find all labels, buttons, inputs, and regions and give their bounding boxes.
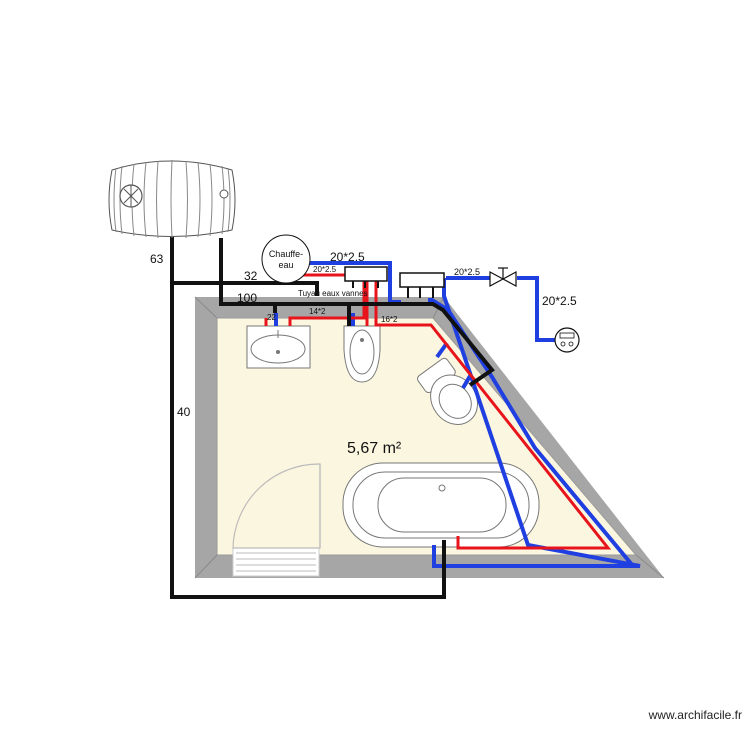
water-heater-label: eau: [278, 260, 293, 270]
pipe-label: 22: [267, 313, 276, 322]
pipe-label: 20*2.5: [454, 267, 480, 277]
valve-icon: [489, 267, 517, 288]
pipe-label: Tuyau eaux vannes: [298, 289, 368, 298]
wall-corner-line: [194, 296, 218, 319]
dimension-label: 63: [150, 252, 164, 266]
pipe-label: 20*2.5: [330, 250, 365, 264]
wall-corner-line: [194, 554, 218, 579]
bidet: [343, 325, 381, 383]
wall-corner-line: [635, 554, 665, 579]
pipe-label: 20*2.5: [313, 265, 337, 274]
dimension-label: 32: [244, 269, 258, 283]
manifold-right: [399, 272, 445, 298]
washbasin: [246, 325, 311, 369]
dimension-label: 100: [237, 291, 257, 305]
watermark: www.archifacile.fr: [648, 708, 742, 722]
water-heater-icon: Chauffe- eau: [261, 234, 311, 284]
dimension-label: 40: [177, 405, 191, 419]
toilet: [417, 357, 479, 425]
waste-pipe: [170, 236, 495, 599]
pipe-label: 14*2: [309, 307, 326, 316]
manifold-left: [344, 266, 388, 288]
water-heater-label: Chauffe-: [269, 249, 303, 259]
door: [232, 463, 321, 577]
pipe-label: 20*2.5: [542, 294, 577, 308]
water-meter-icon: [554, 327, 580, 353]
tank-icon: [108, 159, 236, 239]
pipe-label: 16*2: [381, 315, 398, 324]
area-label: 5,67 m²: [347, 440, 402, 457]
bathtub: [342, 462, 540, 548]
